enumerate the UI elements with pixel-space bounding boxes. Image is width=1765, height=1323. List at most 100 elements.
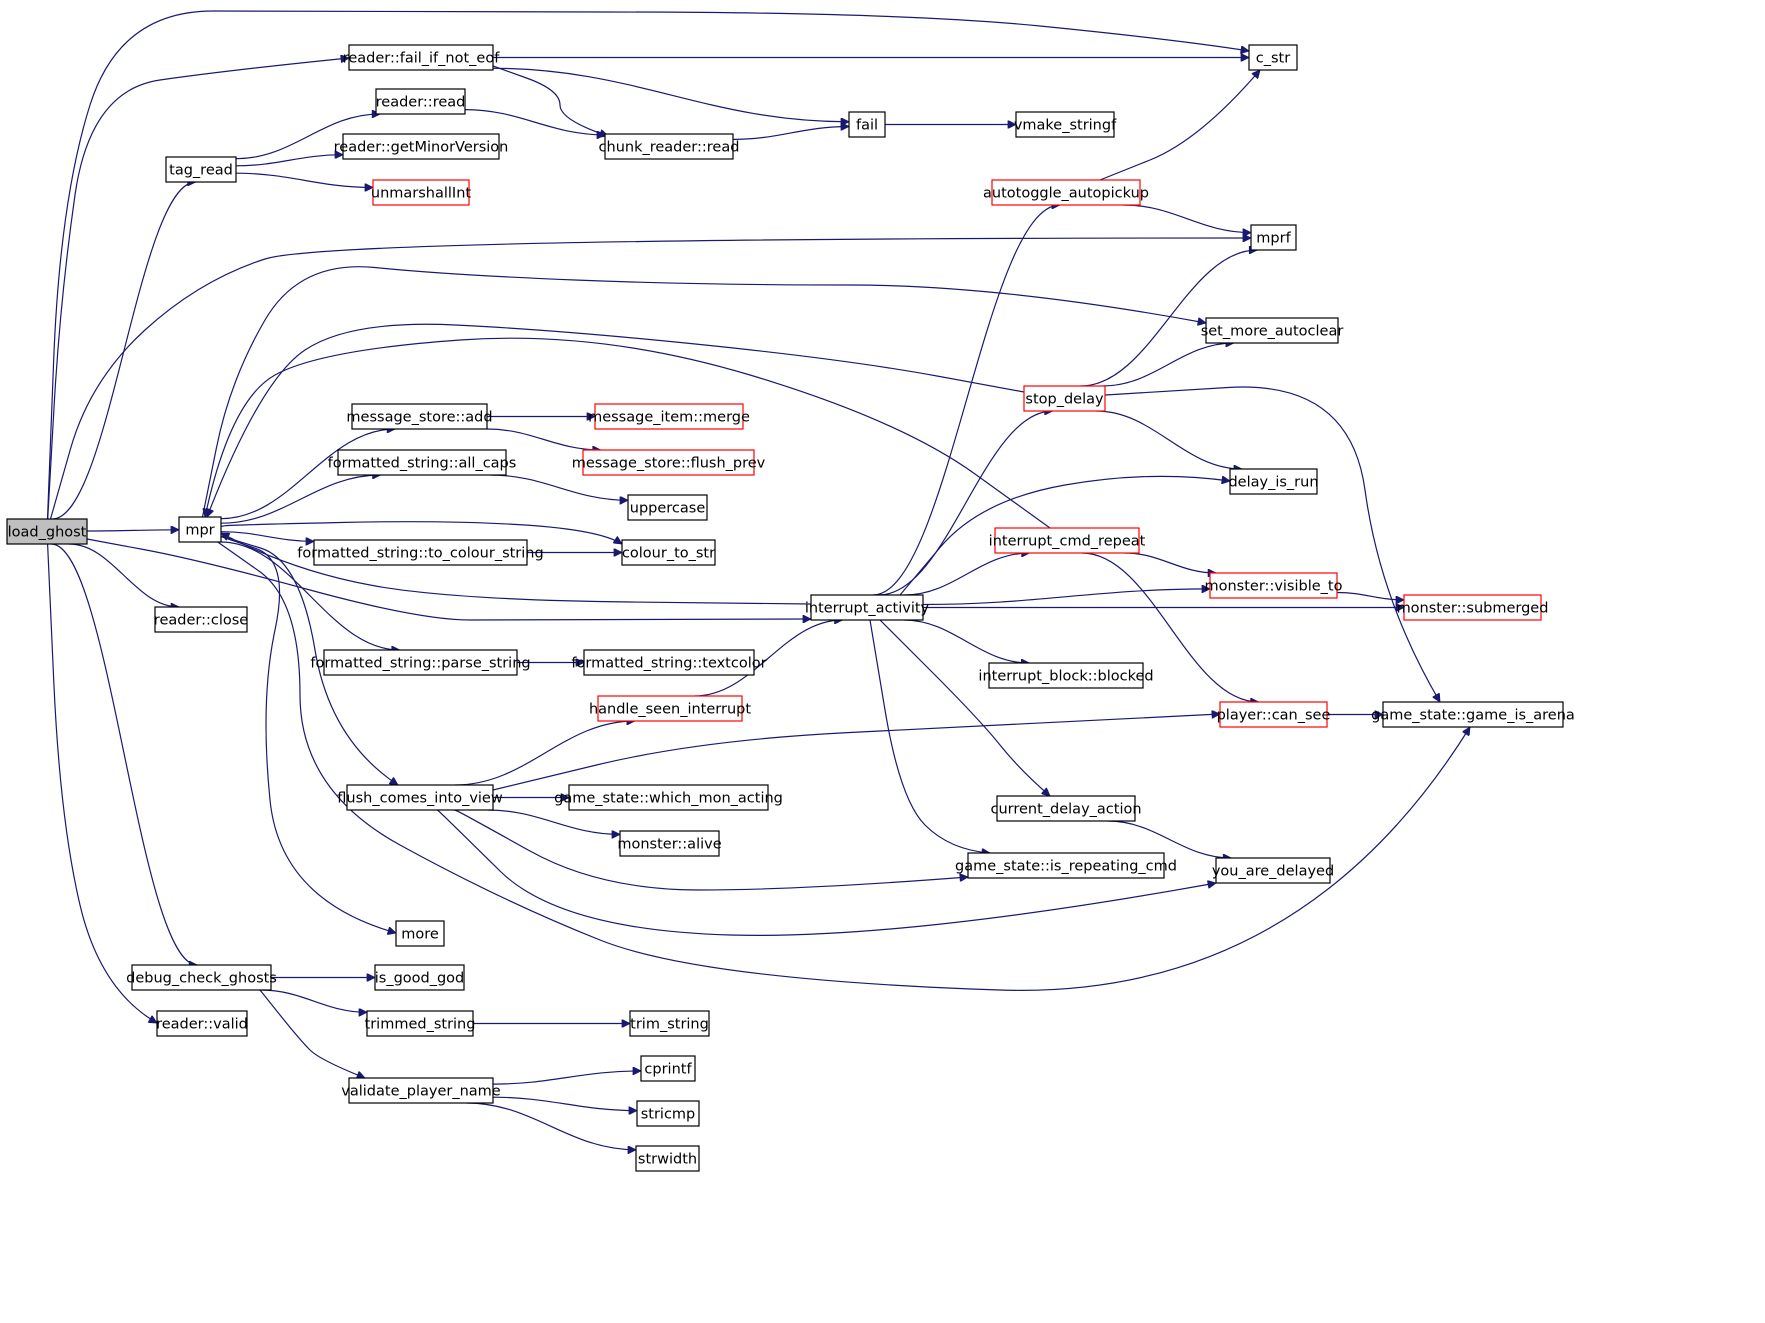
- edge-interrupt-activity-to-interrupt-cmd-repeat: [904, 553, 1029, 596]
- node-mpr[interactable]: mpr: [178, 516, 222, 543]
- node-current-delay-action[interactable]: current_delay_action: [990, 795, 1142, 822]
- node-formatted-string-textcolor[interactable]: formatted_string::textcolor: [571, 649, 767, 676]
- node-box: [154, 606, 248, 633]
- node-box: [165, 156, 237, 183]
- node-box: [337, 449, 507, 476]
- edge-interrupt-activity-to-delay-is-run: [898, 476, 1230, 596]
- node-box: [848, 111, 886, 138]
- node-flush-comes-into-view[interactable]: flush_comes_into_view: [337, 784, 503, 811]
- node-stop-delay[interactable]: stop_delay: [1023, 385, 1106, 412]
- node-box: [6, 518, 88, 545]
- node-fail[interactable]: fail: [848, 111, 886, 138]
- node-load-ghost[interactable]: load_ghost: [6, 518, 88, 545]
- edge-mpr-to-formatted-string-to-colour-string: [220, 531, 314, 542]
- edge-debug-check-ghosts-to-trimmed-string: [260, 989, 367, 1012]
- node-unmarshallInt[interactable]: unmarshallInt: [371, 179, 472, 206]
- node-message-item-merge[interactable]: message_item::merge: [588, 403, 750, 430]
- node-handle-seen-interrupt[interactable]: handle_seen_interrupt: [589, 695, 751, 722]
- node-label: message_item::merge: [588, 410, 750, 426]
- edge-chunk-reader-read-to-fail: [732, 127, 849, 140]
- node-trim-string[interactable]: trim_string: [629, 1010, 710, 1037]
- edge-mpr-to-game-state-game-is-arena: [217, 541, 1471, 991]
- node-monster-submerged[interactable]: monster::submerged: [1397, 594, 1549, 621]
- node-game-state-is-repeating-cmd[interactable]: game_state::is_repeating_cmd: [955, 852, 1177, 879]
- node-label: c_str: [1256, 51, 1290, 67]
- node-box: [1205, 317, 1339, 344]
- edge-mpr-to-flush-comes-into-view: [220, 535, 398, 786]
- node-formatted-string-to-colour-string[interactable]: formatted_string::to_colour_string: [297, 539, 544, 566]
- edge-interrupt-activity-to-monster-visible-to: [922, 589, 1210, 606]
- node-more[interactable]: more: [395, 920, 445, 947]
- node-c-str[interactable]: c_str: [1248, 44, 1298, 71]
- edges-layer: [46, 10, 1471, 1150]
- edge-tag-read-to-unmarshallInt: [235, 172, 373, 187]
- node-label: load_ghost: [8, 525, 87, 541]
- edge-interrupt-activity-to-mpr: [221, 532, 812, 605]
- node-label: mpr: [185, 523, 214, 539]
- node-interrupt-cmd-repeat[interactable]: interrupt_cmd_repeat: [989, 527, 1146, 554]
- edge-flush-comes-into-view-to-game-state-is-repeating-cmd: [454, 809, 969, 891]
- node-cprintf[interactable]: cprintf: [640, 1055, 696, 1082]
- node-reader-fail-if-not-eof[interactable]: reader::fail_if_not_eof: [343, 44, 501, 71]
- node-monster-alive[interactable]: monster::alive: [617, 830, 722, 857]
- node-label: tag_read: [169, 163, 233, 179]
- node-autotoggle-autopickup[interactable]: autotoggle_autopickup: [983, 179, 1149, 206]
- node-box: [374, 964, 465, 991]
- node-message-store-add[interactable]: message_store::add: [346, 403, 493, 430]
- node-game-state-game-is-arena[interactable]: game_state::game_is_arena: [1371, 701, 1575, 728]
- edge-formatted-string-all-caps-to-uppercase: [490, 474, 628, 500]
- node-box: [604, 133, 734, 160]
- edge-handle-seen-interrupt-to-interrupt-activity: [694, 620, 842, 697]
- node-player-can-see[interactable]: player::can_see: [1217, 701, 1331, 728]
- node-interrupt-activity[interactable]: interrupt_activity: [805, 594, 930, 621]
- node-label: colour_to_str: [622, 546, 715, 562]
- node-label: interrupt_block::blocked: [978, 669, 1153, 685]
- node-message-store-flush-prev[interactable]: message_store::flush_prev: [572, 449, 766, 476]
- node-delay-is-run[interactable]: delay_is_run: [1228, 468, 1319, 495]
- node-mprf[interactable]: mprf: [1250, 224, 1297, 251]
- node-vmake-stringf[interactable]: vmake_stringf: [1014, 111, 1117, 138]
- node-set-more-autoclear[interactable]: set_more_autoclear: [1201, 317, 1344, 344]
- node-interrupt-block-blocked[interactable]: interrupt_block::blocked: [978, 662, 1154, 689]
- node-label: uppercase: [630, 501, 706, 517]
- node-game-state-which-mon-acting[interactable]: game_state::which_mon_acting: [554, 784, 783, 811]
- node-trimmed-string[interactable]: trimmed_string: [365, 1010, 476, 1037]
- node-colour-to-str[interactable]: colour_to_str: [621, 539, 716, 566]
- node-box: [640, 1055, 696, 1082]
- node-monster-visible-to[interactable]: monster::visible_to: [1205, 572, 1343, 599]
- edge-monster-visible-to-to-monster-submerged: [1336, 591, 1404, 600]
- edge-interrupt-activity-to-game-state-is-repeating-cmd: [869, 619, 990, 853]
- node-label: formatted_string::to_colour_string: [297, 546, 543, 562]
- edge-stop-delay-to-game-state-game-is-arena: [1104, 386, 1441, 702]
- node-label: stricmp: [641, 1107, 696, 1123]
- node-reader-close[interactable]: reader::close: [154, 606, 248, 633]
- node-label: reader::getMinorVersion: [334, 140, 509, 156]
- node-tag-read[interactable]: tag_read: [165, 156, 237, 183]
- edge-reader-fail-if-not-eof-to-chunk-reader-read: [492, 65, 608, 136]
- node-reader-getMinorVersion[interactable]: reader::getMinorVersion: [334, 133, 509, 160]
- node-debug-check-ghosts[interactable]: debug_check_ghosts: [126, 964, 277, 991]
- node-box: [1015, 111, 1115, 138]
- node-reader-valid[interactable]: reader::valid: [156, 1010, 248, 1037]
- node-formatted-string-all-caps[interactable]: formatted_string::all_caps: [328, 449, 517, 476]
- edge-tag-read-to-reader-getMinorVersion: [235, 155, 343, 167]
- node-you-are-delayed[interactable]: you_are_delayed: [1212, 857, 1334, 884]
- node-strwidth[interactable]: strwidth: [635, 1145, 700, 1172]
- node-reader-read[interactable]: reader::read: [375, 88, 466, 115]
- node-label: reader::valid: [156, 1017, 248, 1033]
- node-validate-player-name[interactable]: validate_player_name: [341, 1077, 501, 1104]
- node-uppercase[interactable]: uppercase: [627, 494, 708, 521]
- node-is-good-god[interactable]: is_good_god: [374, 964, 465, 991]
- edge-flush-comes-into-view-to-handle-seen-interrupt: [455, 721, 635, 786]
- node-chunk-reader-read[interactable]: chunk_reader::read: [599, 133, 740, 160]
- node-box: [619, 830, 720, 857]
- node-stricmp[interactable]: stricmp: [636, 1100, 700, 1127]
- node-label: monster::submerged: [1397, 601, 1549, 617]
- node-label: game_state::is_repeating_cmd: [955, 859, 1177, 875]
- node-formatted-string-parse-string[interactable]: formatted_string::parse_string: [310, 649, 531, 676]
- node-box: [1215, 857, 1331, 884]
- node-box: [313, 539, 528, 566]
- edge-load-ghost-to-c-str: [46, 10, 1250, 520]
- edge-load-ghost-to-reader-close: [68, 543, 179, 607]
